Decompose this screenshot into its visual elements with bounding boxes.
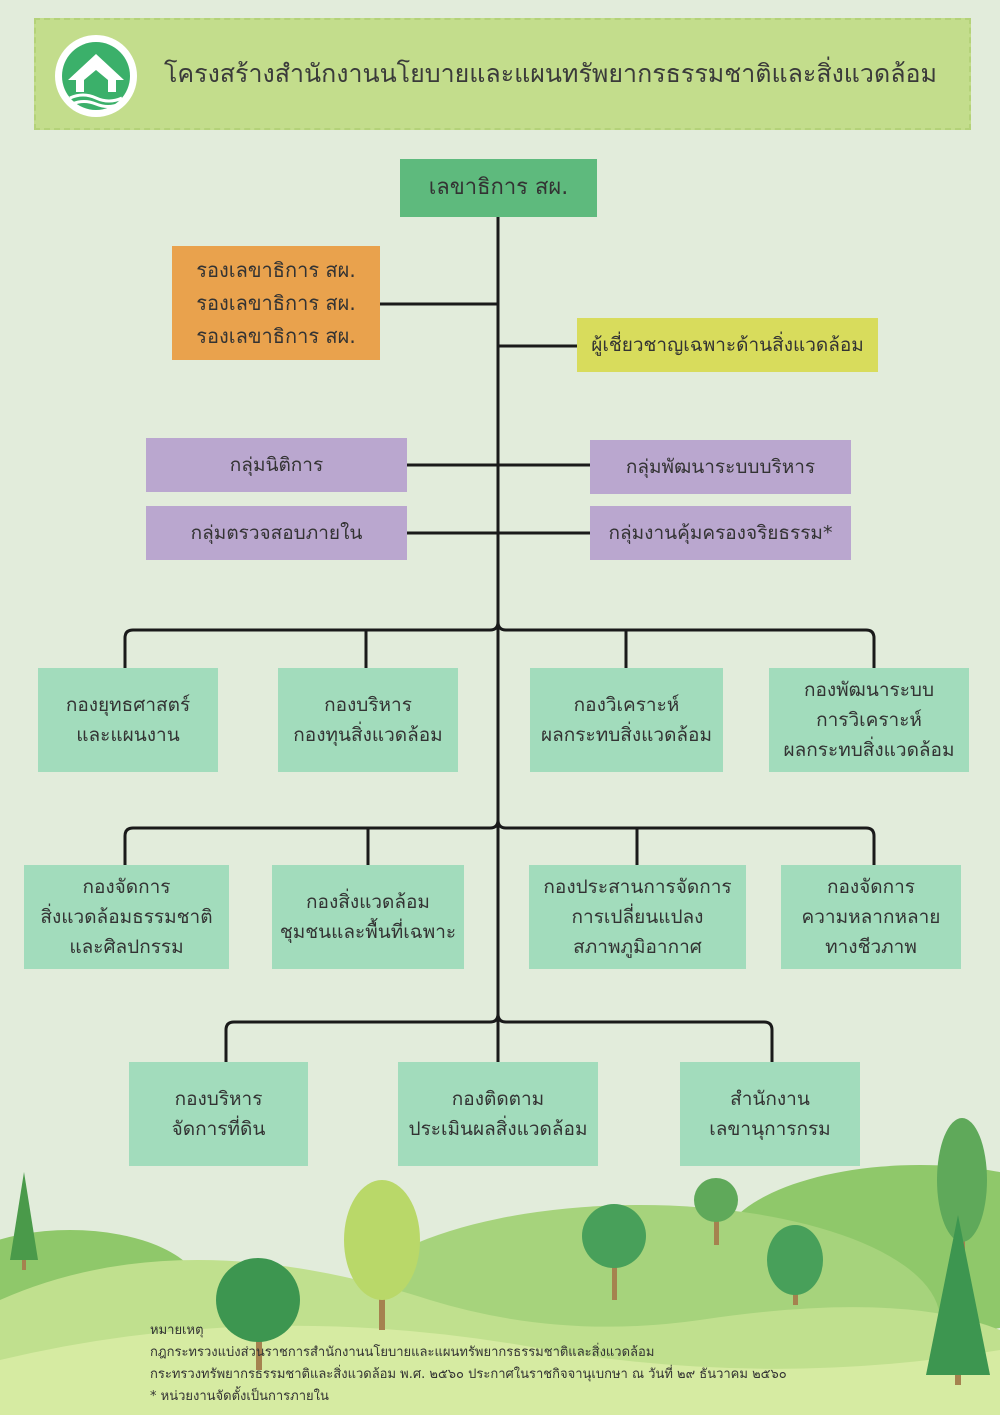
tree-icon (10, 1172, 38, 1270)
division-label: กองทุนสิ่งแวดล้อม (293, 724, 443, 746)
notes-line: กฎกระทรวงแบ่งส่วนราชการสำนักงานนโยบายและ… (150, 1345, 655, 1360)
division-box-climate: กองประสานการจัดการ การเปลี่ยนแปลง สภาพภู… (529, 865, 746, 969)
division-label: และศิลปกรรม (69, 936, 184, 958)
division-label: ประเมินผลสิ่งแวดล้อม (408, 1118, 588, 1140)
expert-label: ผู้เชี่ยวชาญเฉพาะด้านสิ่งแวดล้อม (591, 334, 864, 356)
tree-icon (937, 1118, 987, 1250)
division-label: การวิเคราะห์ (816, 709, 922, 731)
group-label: กลุ่มงานคุ้มครองจริยธรรม* (608, 522, 833, 544)
division-label: กองวิเคราะห์ (573, 694, 680, 716)
division-box-eia-system: กองพัฒนาระบบ การวิเคราะห์ ผลกระทบสิ่งแวด… (769, 668, 969, 772)
tree-icon (767, 1225, 823, 1305)
group-box-audit: กลุ่มตรวจสอบภายใน (146, 506, 407, 560)
group-box-legal: กลุ่มนิติการ (146, 438, 407, 492)
group-label: กลุ่มตรวจสอบภายใน (190, 522, 363, 544)
division-label: ทางชีวภาพ (825, 936, 917, 958)
division-label: สภาพภูมิอากาศ (573, 936, 702, 958)
secretary-general-box: เลขาธิการ สผ. (400, 159, 597, 217)
group-box-ethics: กลุ่มงานคุ้มครองจริยธรรม* (590, 506, 851, 560)
notes-heading: หมายเหตุ (150, 1323, 204, 1338)
division-label: ชุมชนและพื้นที่เฉพาะ (279, 921, 457, 943)
tree-icon (582, 1204, 646, 1300)
deputy-label: รองเลขาธิการ สผ. (196, 323, 356, 348)
division-label: กองจัดการ (82, 876, 171, 898)
division-label: กองสิ่งแวดล้อม (306, 891, 430, 913)
tree-icon (694, 1178, 738, 1245)
division-label: ผลกระทบสิ่งแวดล้อม (783, 739, 955, 761)
division-label: กองจัดการ (826, 876, 916, 898)
division-box-strategy: กองยุทธศาสตร์ และแผนงาน (38, 668, 218, 772)
secretary-general-label: เลขาธิการ สผ. (428, 175, 569, 200)
division-label: และแผนงาน (76, 724, 180, 746)
division-box-monitoring: กองติดตาม ประเมินผลสิ่งแวดล้อม (398, 1062, 598, 1166)
division-label: กองพัฒนาระบบ (803, 679, 935, 701)
header-banner: โครงสร้างสำนักงานนโยบายและแผนทรัพยากรธรร… (34, 18, 971, 130)
division-label: การเปลี่ยนแปลง (571, 906, 704, 928)
division-box-biodiversity: กองจัดการ ความหลากหลาย ทางชีวภาพ (781, 865, 961, 969)
division-label: จัดการที่ดิน (171, 1118, 266, 1140)
group-label: กลุ่มพัฒนาระบบบริหาร (625, 456, 816, 478)
notes-line: กระทรวงทรัพยากรธรรมชาติและสิ่งแวดล้อม พ.… (150, 1367, 787, 1382)
notes-line: * หน่วยงานจัดตั้งเป็นการภายใน (150, 1389, 329, 1404)
division-label: สำนักงาน (730, 1088, 810, 1110)
division-label: กองประสานการจัดการ (543, 876, 732, 898)
division-label: กองยุทธศาสตร์ (65, 694, 191, 716)
division-label: สิ่งแวดล้อมธรรมชาติ (40, 906, 213, 928)
deputy-label: รองเลขาธิการ สผ. (196, 257, 356, 282)
group-label: กลุ่มนิติการ (229, 454, 324, 476)
onep-logo-icon (55, 35, 137, 117)
division-box-env-fund: กองบริหาร กองทุนสิ่งแวดล้อม (278, 668, 458, 772)
page-title: โครงสร้างสำนักงานนโยบายและแผนทรัพยากรธรร… (164, 59, 938, 88)
deputy-label: รองเลขาธิการ สผ. (196, 290, 356, 315)
tree-icon (216, 1258, 300, 1370)
division-label: กองติดตาม (451, 1088, 545, 1110)
division-label: กองบริหาร (174, 1088, 263, 1110)
division-label: ความหลากหลาย (801, 906, 941, 928)
footnotes: หมายเหตุ กฎกระทรวงแบ่งส่วนราชการสำนักงาน… (150, 1320, 787, 1408)
tree-icon (344, 1180, 420, 1330)
division-label: ผลกระทบสิ่งแวดล้อม (541, 724, 712, 746)
division-box-community-env: กองสิ่งแวดล้อม ชุมชนและพื้นที่เฉพาะ (272, 865, 464, 969)
division-box-secretariat: สำนักงาน เลขานุการกรม (680, 1062, 860, 1166)
deputy-secretary-box: รองเลขาธิการ สผ. รองเลขาธิการ สผ. รองเลข… (172, 246, 380, 360)
division-label: กองบริหาร (324, 694, 412, 716)
division-box-eia: กองวิเคราะห์ ผลกระทบสิ่งแวดล้อม (530, 668, 723, 772)
tree-icon (926, 1215, 990, 1385)
division-label: เลขานุการกรม (709, 1118, 831, 1140)
division-box-natural-env: กองจัดการ สิ่งแวดล้อมธรรมชาติ และศิลปกรร… (24, 865, 229, 969)
group-box-admin-dev: กลุ่มพัฒนาระบบบริหาร (590, 440, 851, 494)
expert-box: ผู้เชี่ยวชาญเฉพาะด้านสิ่งแวดล้อม (577, 318, 878, 372)
division-box-land: กองบริหาร จัดการที่ดิน (129, 1062, 308, 1166)
